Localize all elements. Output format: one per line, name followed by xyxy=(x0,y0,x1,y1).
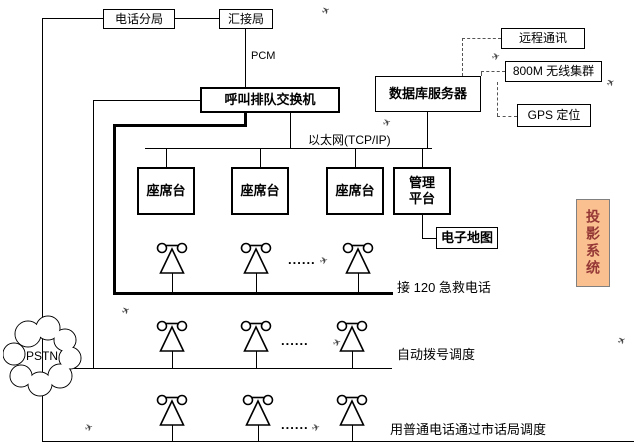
node-agent-console-1: 座席台 xyxy=(137,167,195,215)
connector-line xyxy=(166,148,167,167)
phone-stem xyxy=(352,425,353,441)
dashed-connector xyxy=(462,38,501,39)
phone-stem xyxy=(258,425,259,441)
dashed-connector xyxy=(462,38,463,76)
decorative-plane-icon: ✈ xyxy=(615,334,629,349)
pcm-label: PCM xyxy=(251,50,276,62)
connector-line xyxy=(42,18,43,442)
node-electronic-map: 电子地图 xyxy=(436,227,498,249)
ordinary-phone-bus xyxy=(42,441,634,442)
decorative-plane-icon: ✈ xyxy=(320,4,333,19)
ellipsis: ...... xyxy=(288,252,316,267)
connector-line xyxy=(245,29,246,87)
ellipsis: ...... xyxy=(281,417,309,432)
trunk-line xyxy=(113,292,393,295)
decorative-plane-icon: ✈ xyxy=(604,76,618,91)
node-database-server: 数据库服务器 xyxy=(375,76,481,112)
decorative-plane-icon: ✈ xyxy=(318,255,330,268)
pstn-label: PSTN xyxy=(26,349,58,363)
phone-stem xyxy=(256,351,257,369)
connector-line xyxy=(175,18,219,19)
connector-line xyxy=(422,215,423,238)
node-tandem-office: 汇接局 xyxy=(219,9,273,29)
node-agent-console-3: 座席台 xyxy=(326,167,384,215)
dashed-connector xyxy=(481,71,482,76)
connector-line xyxy=(422,238,436,239)
node-call-queue-switch: 呼叫排队交换机 xyxy=(200,87,340,113)
connector-line xyxy=(260,148,261,167)
dashed-connector xyxy=(497,116,517,117)
dashed-connector xyxy=(497,82,498,116)
trunk-line xyxy=(113,124,247,127)
decorative-plane-icon: ✈ xyxy=(490,51,502,64)
phone-stem xyxy=(256,273,257,293)
ethernet-label: 以太网(TCP/IP) xyxy=(308,133,391,147)
connector-line xyxy=(42,18,103,19)
ethernet-bus xyxy=(145,148,432,149)
decorative-plane-icon: ✈ xyxy=(381,116,394,131)
node-telecom-branch: 电话分局 xyxy=(103,9,175,29)
connector-line xyxy=(355,148,356,167)
connector-line xyxy=(93,100,94,368)
ordinary-line-label: 用普通电话通过市话局调度 xyxy=(390,422,547,437)
phone-stem xyxy=(172,351,173,369)
connector-line xyxy=(93,100,200,101)
node-projection-system: 投影系统 xyxy=(576,199,610,287)
phone-stem xyxy=(358,273,359,293)
connector-line xyxy=(290,113,291,148)
pstn-cloud: PSTN xyxy=(3,315,82,397)
emergency-line-label: 接 120 急救电话 xyxy=(397,280,491,295)
management-platform-label: 管理平台 xyxy=(408,175,435,206)
phone-stem xyxy=(352,351,353,369)
node-wireless-800m: 800M 无线集群 xyxy=(505,61,602,82)
trunk-line xyxy=(113,124,116,294)
dashed-connector xyxy=(481,71,505,72)
decorative-plane-icon: ✈ xyxy=(310,422,322,435)
node-gps-positioning: GPS 定位 xyxy=(517,104,591,127)
node-agent-console-2: 座席台 xyxy=(231,167,289,215)
phone-stem xyxy=(172,273,173,293)
node-management-platform: 管理平台 xyxy=(393,167,451,215)
decorative-plane-icon: ✈ xyxy=(120,304,133,319)
connector-line xyxy=(427,112,428,148)
ellipsis: ...... xyxy=(281,333,309,348)
phone-stem xyxy=(172,425,173,441)
decorative-plane-icon: ✈ xyxy=(83,421,96,436)
trunk-line xyxy=(244,113,247,127)
connector-line xyxy=(422,148,423,167)
autodial-line-label: 自动拨号调度 xyxy=(397,347,476,362)
node-remote-comm: 远程通讯 xyxy=(501,28,585,49)
autodial-bus xyxy=(74,368,392,369)
